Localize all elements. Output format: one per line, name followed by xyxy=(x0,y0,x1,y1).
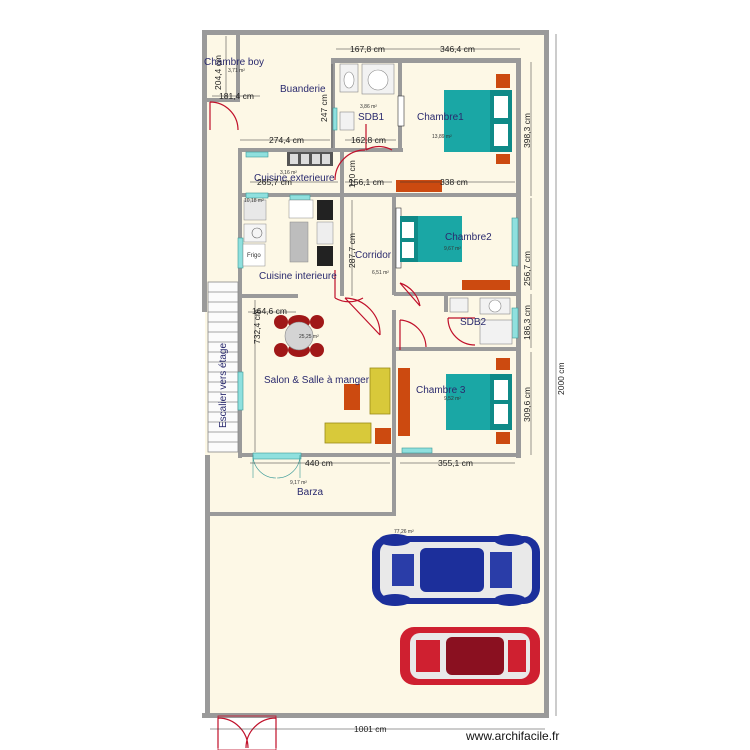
area-corridor: 6,51 m² xyxy=(372,270,389,276)
dim-309-6: 309,6 cm xyxy=(522,387,532,422)
car-blue xyxy=(372,534,540,606)
sofas xyxy=(324,367,391,444)
area-chambre2: 9,67 m² xyxy=(444,246,461,252)
windows xyxy=(237,95,519,479)
fridge-label: Frigo xyxy=(247,253,261,259)
dim-732-4: 732,4 cm xyxy=(252,309,262,344)
room-label-chambre-boy: Chambre boy xyxy=(204,57,264,68)
dim-181-4: 181,4 cm xyxy=(219,91,254,101)
area-chambre1: 13,89 m² xyxy=(432,134,452,140)
dimension-lines xyxy=(210,34,557,730)
dim-398-3: 398,3 cm xyxy=(522,113,532,148)
room-label-chambre1: Chambre1 xyxy=(417,112,464,123)
room-label-sdb2: SDB2 xyxy=(460,317,487,328)
dim-274-4: 274,4 cm xyxy=(269,135,304,145)
room-label-buanderie: Buanderie xyxy=(280,84,326,95)
bathroom-fixtures xyxy=(339,63,513,345)
dim-2000: 2000 cm xyxy=(556,362,566,395)
furniture xyxy=(344,180,510,444)
dim-120: 120 cm xyxy=(347,160,357,188)
dim-204-4: 204,4 cm xyxy=(213,55,223,90)
dining-table xyxy=(274,315,324,357)
dim-338: 338 cm xyxy=(440,177,468,187)
area-salon: 25,25 m² xyxy=(299,334,319,340)
dim-164-6: 164,6 cm xyxy=(252,306,287,316)
room-label-cuisine-ext: Cuisine exterieure xyxy=(254,173,335,184)
room-label-corridor: Corridor xyxy=(355,250,392,261)
dim-256-7: 256,7 cm xyxy=(522,251,532,286)
beds xyxy=(400,74,512,444)
room-label-chambre2: Chambre2 xyxy=(445,232,492,243)
room-label-salon: Salon & Salle à manger xyxy=(264,375,370,386)
dim-355-1: 355,1 cm xyxy=(438,458,473,468)
kitchen-fixtures xyxy=(242,152,334,267)
area-cuisine-ext: 3,16 m² xyxy=(280,170,297,176)
dim-346-4: 346,4 cm xyxy=(440,44,475,54)
area-chambre3: 9,52 m² xyxy=(444,396,461,402)
room-label-cuisine-int: Cuisine interieure xyxy=(259,271,337,282)
outer-walls xyxy=(202,30,549,718)
doors xyxy=(209,101,476,750)
room-label-sdb1: SDB1 xyxy=(358,112,385,123)
watermark: www.archifacile.fr xyxy=(465,729,559,743)
area-barza: 9,17 m² xyxy=(290,480,307,486)
area-parking: 77,26 m² xyxy=(394,529,414,535)
area-cuisine-int: 10,18 m² xyxy=(244,198,264,204)
interior-walls xyxy=(204,34,521,516)
dim-1001: 1001 cm xyxy=(354,724,387,734)
room-label-chambre3: Chambre 3 xyxy=(416,385,466,396)
dim-156-1: 156,1 cm xyxy=(349,177,384,187)
dim-265-7: 265,7 cm xyxy=(257,177,292,187)
room-label-escalier: Escalier vers étage xyxy=(218,343,229,428)
staircase xyxy=(207,281,239,453)
dim-247: 247 cm xyxy=(319,94,329,122)
dim-167-8: 167,8 cm xyxy=(350,44,385,54)
room-label-barza: Barza xyxy=(297,487,324,498)
area-sdb1: 3,86 m² xyxy=(360,104,377,110)
dim-440: 440 cm xyxy=(305,458,333,468)
area-chambre-boy: 3,71 m² xyxy=(228,68,245,74)
car-red xyxy=(400,627,540,685)
dim-162-8: 162,8 cm xyxy=(351,135,386,145)
dim-186-3: 186,3 cm xyxy=(522,305,532,340)
dim-287-7: 287,7 cm xyxy=(347,233,357,268)
